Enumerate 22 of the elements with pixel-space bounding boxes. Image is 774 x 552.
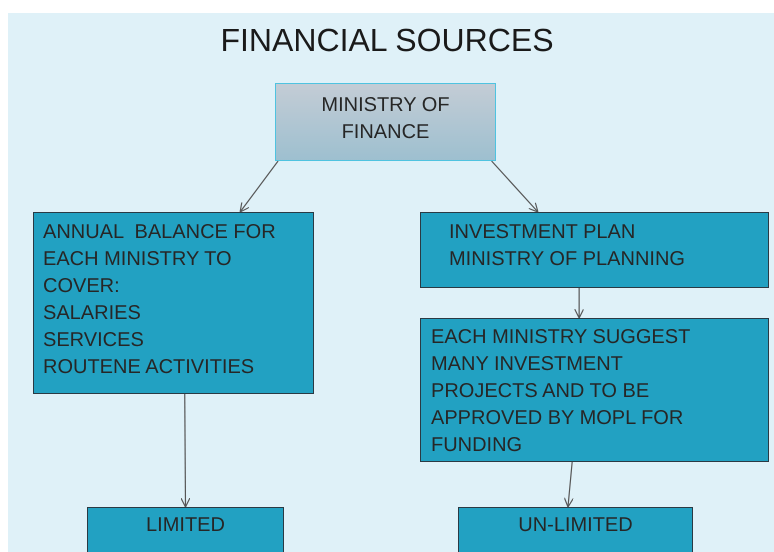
- box-text: MINISTRY OF FINANCE: [320, 93, 451, 145]
- process-box: [458, 507, 693, 552]
- arrow: [180, 394, 191, 508]
- box-text: SERVICES: [43, 328, 145, 353]
- diagram-title: FINANCIAL SOURCES: [219, 22, 555, 59]
- box-text: LIMITED: [145, 513, 226, 538]
- arrow: [491, 160, 539, 213]
- process-box: [87, 507, 284, 552]
- process-box: [33, 212, 314, 394]
- box-text: INVESTMENT PLAN: [449, 220, 636, 245]
- arrow: [574, 288, 584, 319]
- box-text: EACH MINISTRY SUGGEST MANY INVESTMENT PROJECTS AND TO BE APPROVED BY MOPL FOR FUNDING: [431, 325, 691, 458]
- box-text: UN-LIMITED: [517, 513, 634, 538]
- process-box: [275, 83, 496, 161]
- box-text: SALARIES: [43, 301, 142, 326]
- arrow: [564, 462, 574, 508]
- process-box: [420, 318, 769, 462]
- box-text: ROUTENE ACTIVITIES: [43, 355, 256, 380]
- arrow: [240, 160, 279, 213]
- box-text: MINISTRY OF PLANNING: [449, 247, 686, 272]
- box-text: ANNUAL BALANCE FOR EACH MINISTRY TO COVER:: [43, 220, 277, 299]
- process-box: [420, 212, 769, 288]
